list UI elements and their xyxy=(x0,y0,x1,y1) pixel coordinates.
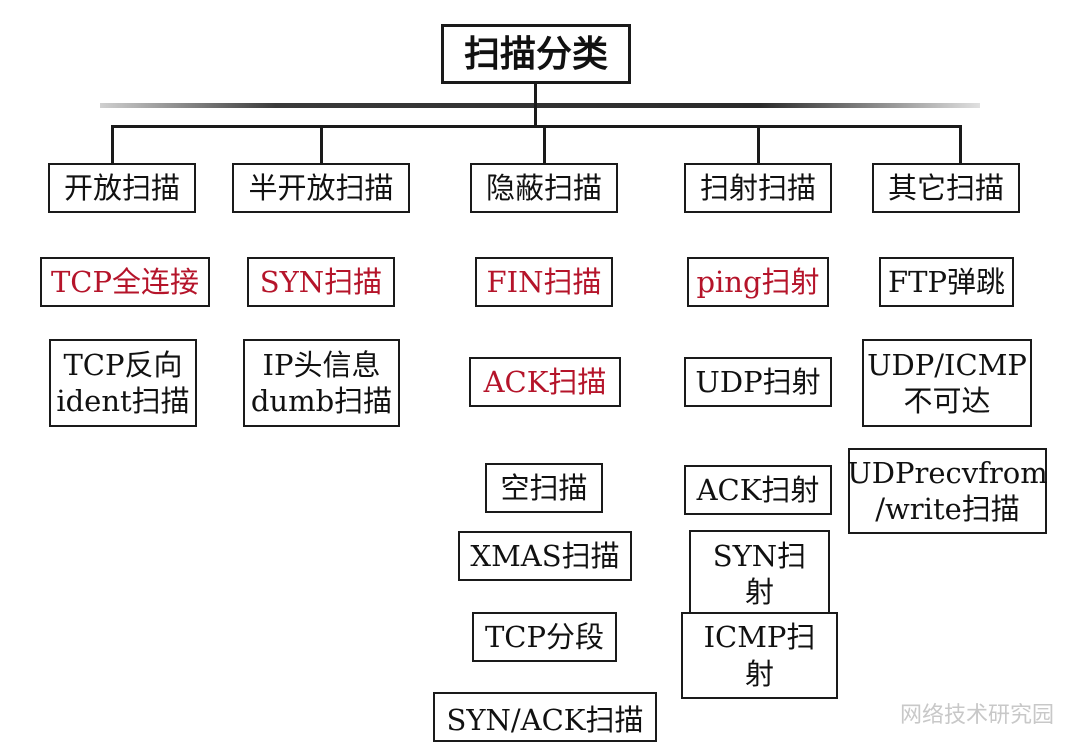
item-udp-icmp-unreachable: UDP/ICMP 不可达 xyxy=(862,339,1032,427)
item-null-scan: 空扫描 xyxy=(485,463,603,513)
category-other-scan: 其它扫描 xyxy=(872,163,1020,213)
category-sweep-scan: 扫射扫描 xyxy=(684,163,832,213)
item-udp-recvfrom-write: UDPrecvfrom /write扫描 xyxy=(847,448,1048,534)
connector-branch-4 xyxy=(757,125,760,165)
item-syn-scan: SYN扫描 xyxy=(247,257,395,307)
connector-branch-1 xyxy=(111,125,114,165)
item-icmp-sweep: ICMP扫 射 xyxy=(681,612,838,699)
item-ip-header-dumb: IP头信息 dumb扫描 xyxy=(243,339,400,427)
item-tcp-fragment: TCP分段 xyxy=(472,612,617,662)
watermark-text: 网络技术研究园 xyxy=(899,703,1054,728)
item-syn-ack-scan: SYN/ACK扫描 xyxy=(433,692,657,742)
item-ftp-bounce: FTP弹跳 xyxy=(879,257,1014,307)
item-ack-sweep: ACK扫射 xyxy=(684,465,832,515)
item-xmas-scan: XMAS扫描 xyxy=(458,531,632,581)
item-ack-scan: ACK扫描 xyxy=(469,357,621,407)
item-tcp-full-connect: TCP全连接 xyxy=(40,257,210,307)
item-ping-sweep: ping扫射 xyxy=(687,257,829,307)
item-tcp-reverse-ident: TCP反向 ident扫描 xyxy=(49,339,197,427)
connector-horizontal-bar xyxy=(111,125,962,128)
diagram-title: 扫描分类 xyxy=(441,24,631,84)
connector-branch-2 xyxy=(320,125,323,165)
category-stealth-scan: 隐蔽扫描 xyxy=(470,163,618,213)
connector-branch-3 xyxy=(543,125,546,165)
connector-branch-5 xyxy=(959,125,962,165)
category-half-open-scan: 半开放扫描 xyxy=(232,163,410,213)
item-syn-sweep: SYN扫 射 xyxy=(689,530,830,618)
item-udp-sweep: UDP扫射 xyxy=(684,357,832,407)
title-separator xyxy=(100,103,980,108)
item-fin-scan: FIN扫描 xyxy=(475,257,613,307)
category-open-scan: 开放扫描 xyxy=(48,163,196,213)
connector-title-trunk xyxy=(534,84,537,128)
